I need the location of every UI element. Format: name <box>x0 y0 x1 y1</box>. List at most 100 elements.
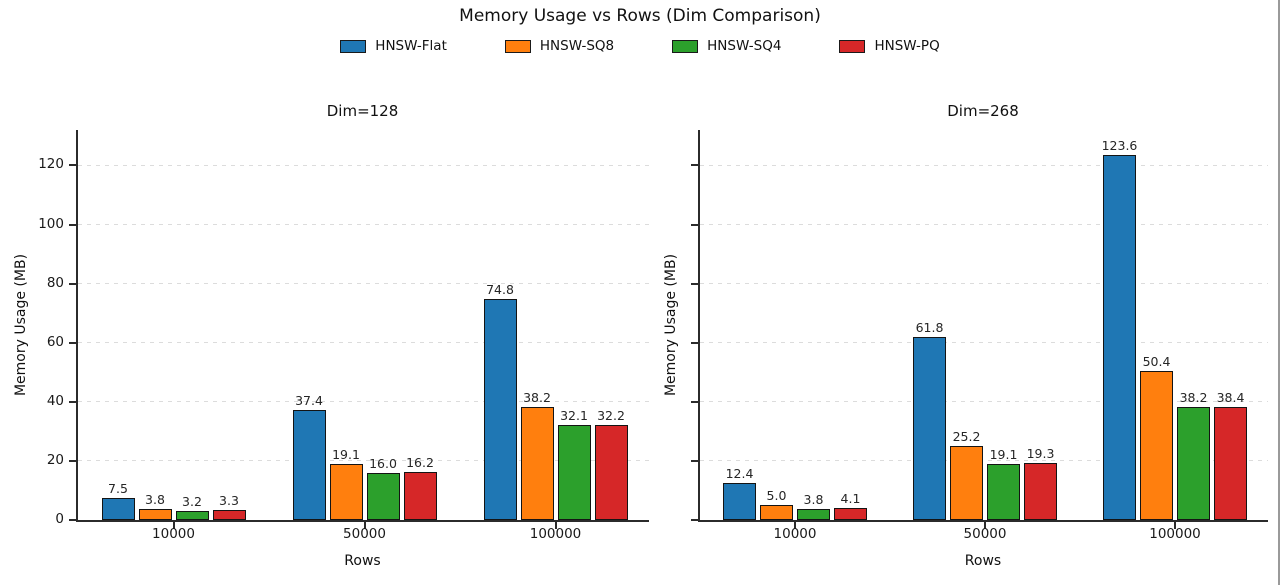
bar-hnsw-flat-rows-10000: 12.4 <box>723 466 756 520</box>
y-tick-mark <box>691 223 698 226</box>
gridline-y-80 <box>700 283 1268 285</box>
bar-hnsw-pq-rows-100000: 38.4 <box>1214 390 1247 520</box>
y-tick-mark <box>691 341 698 344</box>
bar-hnsw-pq-rows-10000: 3.3 <box>212 493 246 520</box>
y-axis-label: Memory Usage (MB) <box>13 253 29 397</box>
legend-swatch-hnsw-pq <box>839 39 866 53</box>
bar-hnsw-sq4-rows-50000: 19.1 <box>987 447 1020 520</box>
bar-hnsw-sq4-rows-50000: 16.0 <box>366 456 400 520</box>
bar-value-label: 7.5 <box>108 480 128 496</box>
bar-hnsw-sq8-rows-10000: 3.8 <box>138 492 172 520</box>
bar-hnsw-flat-rows-100000: 123.6 <box>1102 138 1137 520</box>
legend-swatch-hnsw-sq4 <box>672 39 699 53</box>
bar-hnsw-sq8-rows-50000: 19.1 <box>329 447 363 520</box>
legend-swatch-hnsw-sq8 <box>504 39 531 53</box>
x-tick-label: 100000 <box>1149 526 1201 542</box>
gridline-y-120 <box>78 164 649 166</box>
bar-value-label: 25.2 <box>952 428 981 444</box>
bar-value-label: 38.4 <box>1216 389 1245 405</box>
gridline-y-20 <box>700 460 1268 462</box>
bar-value-label: 32.2 <box>597 407 625 423</box>
bar-hnsw-sq8-rows-10000: 5.0 <box>760 488 793 520</box>
bar-value-label: 3.8 <box>803 491 824 507</box>
bar-value-label: 5.0 <box>766 488 787 504</box>
gridline-y-60 <box>700 342 1268 344</box>
y-tick-mark <box>69 282 76 285</box>
bar-hnsw-sq4-rows-100000: 38.2 <box>1177 390 1210 520</box>
bar-group-rows-50000: 61.8 25.2 19.1 19.3 <box>913 130 1057 520</box>
gridline-y-40 <box>700 401 1268 403</box>
y-tick-mark <box>69 164 76 167</box>
bar-value-label: 32.1 <box>560 408 588 424</box>
bar-value-label: 38.2 <box>1179 390 1208 406</box>
bar-hnsw-flat-rows-50000: 61.8 <box>913 320 946 520</box>
y-tick-mark <box>69 341 76 344</box>
bar-value-label: 74.8 <box>486 282 514 297</box>
legend-label: HNSW-Flat <box>375 38 447 54</box>
bar-value-label: 19.1 <box>332 446 360 462</box>
x-tick-label: 100000 <box>529 526 582 542</box>
x-tick-label: 50000 <box>343 526 386 542</box>
y-tick-mark <box>691 164 698 167</box>
bar-hnsw-sq4-rows-10000: 3.8 <box>797 492 830 520</box>
bar-hnsw-sq4-rows-10000: 3.2 <box>175 494 209 520</box>
bar-hnsw-sq8-rows-100000: 50.4 <box>1140 354 1173 520</box>
bar-value-label: 12.4 <box>725 466 754 482</box>
bar-group-rows-100000: 74.8 38.2 32.1 32.2 <box>483 130 628 520</box>
gridline-y-80 <box>78 283 649 285</box>
x-tick-mark <box>984 522 986 529</box>
bar-value-label: 3.8 <box>145 491 165 507</box>
x-tick-label: 50000 <box>963 526 1007 542</box>
legend-label: HNSW-PQ <box>874 38 940 54</box>
legend-entry-hnsw-sq4: HNSW-SQ4 <box>672 38 781 54</box>
bar-value-label: 61.8 <box>915 320 944 336</box>
bar-hnsw-pq-rows-100000: 32.2 <box>594 408 628 520</box>
gridline-y-120 <box>700 164 1268 166</box>
gridline-y-100 <box>78 224 649 226</box>
subplot-title: Dim=128 <box>326 102 399 120</box>
legend-entry-hnsw-flat: HNSW-Flat <box>340 38 447 54</box>
x-tick-mark <box>172 522 175 529</box>
x-axis-label: Rows <box>344 553 381 569</box>
bar-hnsw-flat-rows-10000: 7.5 <box>101 481 135 520</box>
bar-value-label: 38.2 <box>523 390 551 406</box>
gridline-y-40 <box>78 401 649 403</box>
bar-hnsw-sq8-rows-50000: 25.2 <box>950 429 983 520</box>
bar-value-label: 123.6 <box>1101 137 1138 153</box>
screen-right-edge-line <box>1278 0 1280 585</box>
gridline-y-20 <box>78 460 649 462</box>
gridline-y-60 <box>78 342 649 344</box>
y-tick-mark <box>69 223 76 226</box>
y-tick-label: 0 <box>55 511 64 527</box>
x-tick-label: 10000 <box>773 526 817 542</box>
bar-group-rows-100000: 123.6 50.4 38.2 38.4 <box>1102 130 1247 520</box>
y-tick-label: 80 <box>46 274 64 291</box>
bar-value-label: 3.2 <box>182 493 202 509</box>
figure-title: Memory Usage vs Rows (Dim Comparison) <box>459 6 821 26</box>
x-axis-label: Rows <box>964 553 1002 569</box>
bar-hnsw-sq4-rows-100000: 32.1 <box>557 408 591 520</box>
y-tick-label: 120 <box>38 156 64 173</box>
x-tick-mark <box>554 522 557 529</box>
bar-value-label: 19.1 <box>989 446 1018 462</box>
bar-value-label: 3.3 <box>219 493 239 509</box>
bar-hnsw-flat-rows-100000: 74.8 <box>483 282 517 520</box>
y-tick-mark <box>69 400 76 403</box>
subplot-title: Dim=268 <box>947 102 1019 120</box>
gridline-y-100 <box>700 224 1268 226</box>
y-tick-mark <box>691 519 698 521</box>
bar-value-label: 37.4 <box>295 392 323 408</box>
y-tick-mark <box>691 459 698 462</box>
y-tick-label: 60 <box>46 333 64 350</box>
bar-hnsw-pq-rows-50000: 19.3 <box>1024 446 1057 520</box>
bar-value-label: 16.0 <box>369 455 397 471</box>
y-axis-label: Memory Usage (MB) <box>663 253 679 397</box>
bar-hnsw-pq-rows-10000: 4.1 <box>834 491 867 520</box>
x-tick-mark <box>1174 522 1176 529</box>
plot-area: 12.4 5.0 3.8 4.1 10000 61.8 25.2 19.1 19.3 50000 1… <box>691 130 1268 542</box>
